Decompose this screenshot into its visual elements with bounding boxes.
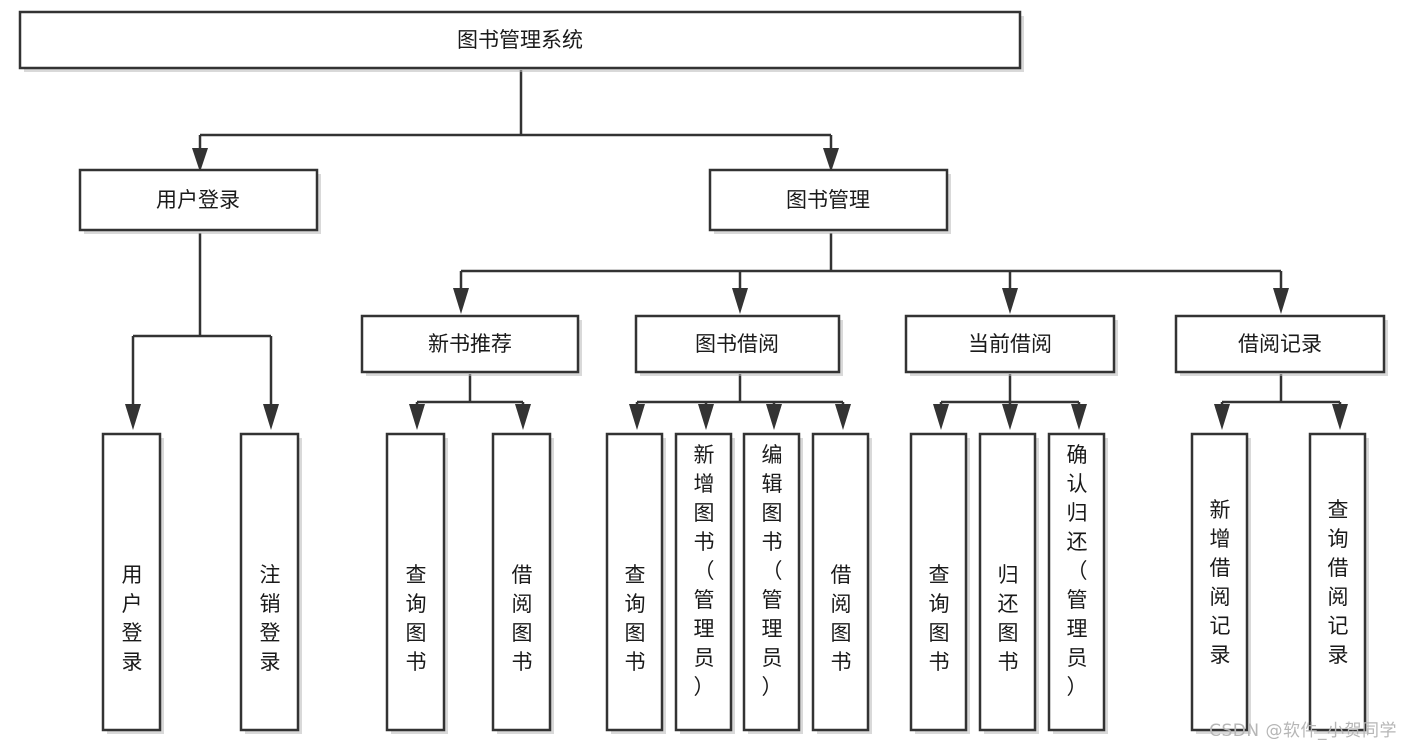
node-borrow-record-box[interactable] <box>1174 314 1386 374</box>
leaf-new-book-2-label: 借阅图书 <box>512 563 533 674</box>
leaf-new-book-2-box[interactable] <box>491 432 552 732</box>
arrow-leaf-user-login-2 <box>263 404 279 430</box>
node-new-book-recommend-box[interactable] <box>360 314 580 374</box>
leaf-book-borrow-4[interactable]: 借阅图书 <box>811 432 872 734</box>
leaf-book-borrow-2[interactable]: 新增图书（管理员） <box>674 432 735 734</box>
arrow-to-book-mgmt <box>823 148 839 172</box>
node-book-management-label: 图书管理 <box>786 188 870 212</box>
leaf-book-borrow-4-label: 借阅图书 <box>831 563 852 674</box>
arrow-leaf-current-borrow-2 <box>1002 404 1018 430</box>
arrow-to-current-borrow <box>1002 288 1018 314</box>
arrow-leaf-borrow-record-2 <box>1332 404 1348 430</box>
arrow-leaf-new-book-2 <box>515 404 531 430</box>
leaf-borrow-record-2-box[interactable] <box>1308 432 1367 732</box>
leaf-user-login-2-label: 注销登录 <box>260 563 281 674</box>
node-book-borrow[interactable]: 图书借阅 <box>634 314 843 376</box>
leaf-book-borrow-2-box[interactable] <box>674 432 733 732</box>
node-user-login[interactable]: 用户登录 <box>78 168 321 234</box>
leaf-borrow-record-1-box[interactable] <box>1190 432 1249 732</box>
node-root-box[interactable] <box>18 10 1022 70</box>
leaf-current-borrow-3[interactable]: 确认归还（管理员） <box>1047 432 1108 734</box>
leaf-book-borrow-1-box[interactable] <box>605 432 664 732</box>
arrow-leaf-new-book-1 <box>409 404 425 430</box>
node-user-login-label: 用户登录 <box>156 188 240 212</box>
leaf-user-login-1-box[interactable] <box>101 432 162 732</box>
leaf-current-borrow-2-box[interactable] <box>978 432 1037 732</box>
node-borrow-record[interactable]: 借阅记录 <box>1174 314 1388 376</box>
node-current-borrow-label: 当前借阅 <box>968 332 1052 356</box>
leaf-current-borrow-1-box[interactable] <box>909 432 968 732</box>
leaf-current-borrow-1[interactable]: 查询图书 <box>909 432 970 734</box>
node-new-book-recommend[interactable]: 新书推荐 <box>360 314 582 376</box>
arrow-leaf-user-login-1 <box>125 404 141 430</box>
leaf-user-login-2-box[interactable] <box>239 432 300 732</box>
node-current-borrow-box[interactable] <box>904 314 1116 374</box>
leaf-user-login-2[interactable]: 注销登录 <box>239 432 302 734</box>
edges-layer <box>125 70 1348 430</box>
arrow-leaf-book-borrow-1 <box>629 404 645 430</box>
leaf-new-book-1-box[interactable] <box>385 432 446 732</box>
node-book-management-box[interactable] <box>708 168 949 232</box>
leaf-user-login-1[interactable]: 用户登录 <box>101 432 164 734</box>
arrow-leaf-book-borrow-3 <box>766 404 782 430</box>
leaf-book-borrow-3-box[interactable] <box>742 432 801 732</box>
arrow-to-user-login <box>192 148 208 172</box>
leaf-book-borrow-3-label: 编辑图书（管理员） <box>762 443 783 699</box>
leaf-current-borrow-2-label: 归还图书 <box>998 563 1019 674</box>
arrow-leaf-book-borrow-4 <box>835 404 851 430</box>
leaf-book-borrow-1-label: 查询图书 <box>625 563 646 674</box>
leaf-borrow-record-2[interactable]: 查询借阅记录 <box>1308 432 1369 734</box>
leaf-book-borrow-2-label: 新增图书（管理员） <box>694 443 715 699</box>
leaf-book-borrow-1[interactable]: 查询图书 <box>605 432 666 734</box>
arrow-leaf-current-borrow-1 <box>933 404 949 430</box>
leaf-borrow-record-1[interactable]: 新增借阅记录 <box>1190 432 1251 734</box>
node-book-management[interactable]: 图书管理 <box>708 168 951 234</box>
leaf-new-book-2[interactable]: 借阅图书 <box>491 432 554 734</box>
node-user-login-box[interactable] <box>78 168 319 232</box>
leaf-borrow-record-2-label: 查询借阅记录 <box>1328 498 1349 667</box>
node-book-borrow-label: 图书借阅 <box>695 332 779 356</box>
leaf-new-book-1[interactable]: 查询图书 <box>385 432 448 734</box>
leaf-borrow-record-1-label: 新增借阅记录 <box>1210 498 1231 667</box>
leaf-current-borrow-2[interactable]: 归还图书 <box>978 432 1039 734</box>
node-new-book-recommend-label: 新书推荐 <box>428 332 512 356</box>
arrow-leaf-book-borrow-2 <box>698 404 714 430</box>
arrow-to-new-book-recommend <box>453 288 469 314</box>
leaf-book-borrow-3[interactable]: 编辑图书（管理员） <box>742 432 803 734</box>
leaf-book-borrow-4-box[interactable] <box>811 432 870 732</box>
arrow-to-borrow-record <box>1273 288 1289 314</box>
node-root-label: 图书管理系统 <box>457 28 583 52</box>
leaf-user-login-1-label: 用户登录 <box>122 563 143 674</box>
arrow-leaf-current-borrow-3 <box>1071 404 1087 430</box>
leaf-current-borrow-1-label: 查询图书 <box>929 563 950 674</box>
node-borrow-record-label: 借阅记录 <box>1238 332 1322 356</box>
arrow-leaf-borrow-record-1 <box>1214 404 1230 430</box>
leaf-new-book-1-label: 查询图书 <box>406 563 427 674</box>
leaf-current-borrow-3-box[interactable] <box>1047 432 1106 732</box>
arrow-to-book-borrow <box>732 288 748 314</box>
node-current-borrow[interactable]: 当前借阅 <box>904 314 1118 376</box>
leaf-current-borrow-3-label: 确认归还（管理员） <box>1067 443 1088 699</box>
node-root[interactable]: 图书管理系统 <box>18 10 1024 72</box>
node-book-borrow-box[interactable] <box>634 314 841 374</box>
